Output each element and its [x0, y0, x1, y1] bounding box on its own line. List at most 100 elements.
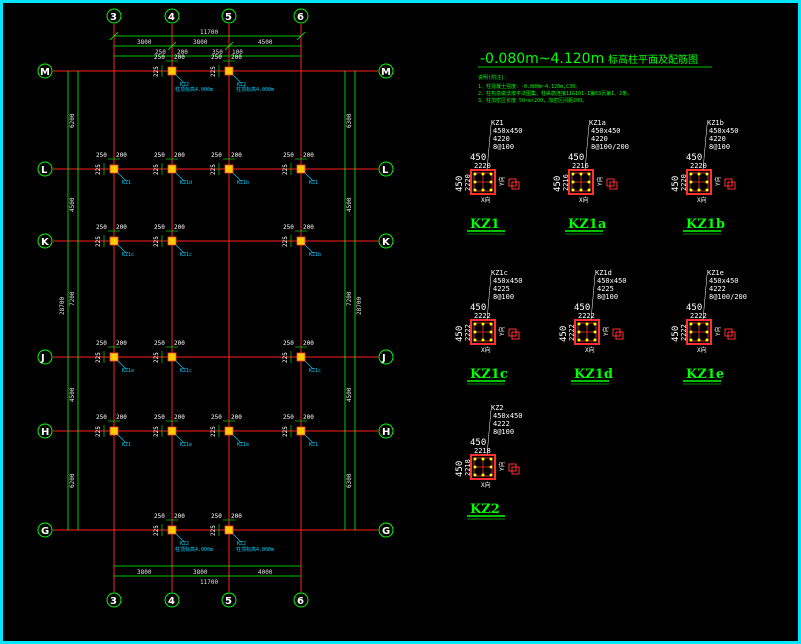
axis-bubble-6-bottom[interactable]: 6: [297, 596, 304, 607]
top-axis-bubbles: 3 4 5 6: [106, 8, 309, 24]
kz2-note-top-right: 柱顶标高4.000m: [236, 86, 274, 93]
detail-height: 450: [455, 326, 465, 342]
row-bubble-L-right[interactable]: L: [382, 165, 389, 176]
plan-column-label: KZ1: [122, 442, 131, 448]
title-block: -0.080m~4.120m 标高柱平面及配筋图 说明(附注)： 1、柱混凝土强…: [478, 51, 712, 104]
axis-bubble-6-top[interactable]: 6: [297, 12, 304, 23]
detail-width: 450: [470, 303, 486, 313]
col-offset-dim: 250: [154, 152, 165, 159]
dim-top-small-1: 250: [155, 49, 166, 56]
col-offset-dim: 225: [282, 236, 289, 247]
row-bubble-K-left[interactable]: K: [41, 237, 50, 248]
detail-side-bars: 2220: [680, 174, 688, 191]
row-bubble-G-right[interactable]: G: [382, 526, 390, 537]
col-offset-dim: 250: [154, 224, 165, 231]
axis-bubble-5-top[interactable]: 5: [225, 12, 232, 23]
row-bubble-J-left[interactable]: J: [40, 353, 45, 364]
detail-axis-y: Y向: [498, 176, 506, 186]
row-bubble-K-right[interactable]: K: [382, 237, 391, 248]
axis-bubble-3-bottom[interactable]: 3: [110, 596, 117, 607]
row-bubble-G-left[interactable]: G: [41, 526, 49, 537]
plan-column-label: KZ2: [180, 541, 189, 547]
detail-axis-y: Y向: [714, 176, 722, 186]
plan-column-label: KZ1e: [237, 442, 249, 448]
right-row-bubbles: M L K J H G: [378, 63, 394, 538]
row-bubble-M-right[interactable]: M: [381, 67, 391, 78]
detail-axis-x: X向: [481, 196, 491, 204]
detail-caption: KZ1e: [686, 367, 724, 382]
dim-left-span-1: 6200: [69, 113, 76, 128]
detail-stirrups: 8@100: [493, 428, 514, 436]
plan-column-label: KZ2: [237, 541, 246, 547]
detail-corner-bars: 2216: [572, 162, 589, 170]
col-offset-dim: 250: [154, 414, 165, 421]
row-bubble-M-left[interactable]: M: [40, 67, 50, 78]
dim-left-span-2: 4500: [69, 197, 76, 212]
detail-axis-x: X向: [481, 346, 491, 354]
detail-corner-bars: 2222: [578, 312, 595, 320]
detail-size: 450x450: [493, 127, 523, 135]
detail-axis-y: Y向: [714, 326, 722, 336]
axis-bubble-4-top[interactable]: 4: [168, 12, 175, 23]
detail-caption: KZ1c: [470, 367, 508, 382]
dim-bottom-span-2: 3800: [193, 569, 208, 576]
col-offset-dim: 200: [303, 224, 314, 231]
dim-right-span-1: 6300: [346, 113, 353, 128]
row-bubble-H-left[interactable]: H: [41, 427, 49, 438]
detail-stirrups: 8@100/200: [591, 143, 629, 151]
col-offset-dim: 200: [116, 152, 127, 159]
col-offset-dim: 200: [174, 513, 185, 520]
detail-width: 450: [470, 153, 486, 163]
detail-bars: 4225: [597, 285, 614, 293]
row-bubble-J-right[interactable]: J: [381, 353, 386, 364]
detail-bars: 4222: [709, 285, 726, 293]
col-offset-dim: 225: [153, 525, 160, 536]
detail-size: 450x450: [493, 412, 523, 420]
axis-bubble-4-bottom[interactable]: 4: [168, 596, 175, 607]
detail-height: 450: [455, 176, 465, 192]
detail-side-bars: 2220: [464, 174, 472, 191]
row-bubble-H-right[interactable]: H: [382, 427, 390, 438]
row-bubble-L-left[interactable]: L: [41, 165, 48, 176]
dim-bottom-span-3: 4000: [258, 569, 273, 576]
detail-bars: 4225: [493, 285, 510, 293]
plan-column[interactable]: KZ2 250 200 225: [153, 513, 189, 547]
axis-bubble-3-top[interactable]: 3: [110, 12, 117, 23]
col-offset-dim: 225: [95, 352, 102, 363]
axis-bubble-5-bottom[interactable]: 5: [225, 596, 232, 607]
plan-column-label: KZ1: [122, 180, 131, 186]
dim-right-total: 28700: [356, 297, 363, 315]
col-offset-dim: 250: [154, 54, 165, 61]
col-offset-dim: 200: [116, 340, 127, 347]
detail-axis-x: X向: [697, 346, 707, 354]
col-offset-dim: 225: [153, 426, 160, 437]
col-offset-dim: 250: [154, 513, 165, 520]
detail-height: 450: [671, 176, 681, 192]
detail-axis-y: Y向: [498, 326, 506, 336]
detail-side-bars: 2222: [464, 324, 472, 341]
